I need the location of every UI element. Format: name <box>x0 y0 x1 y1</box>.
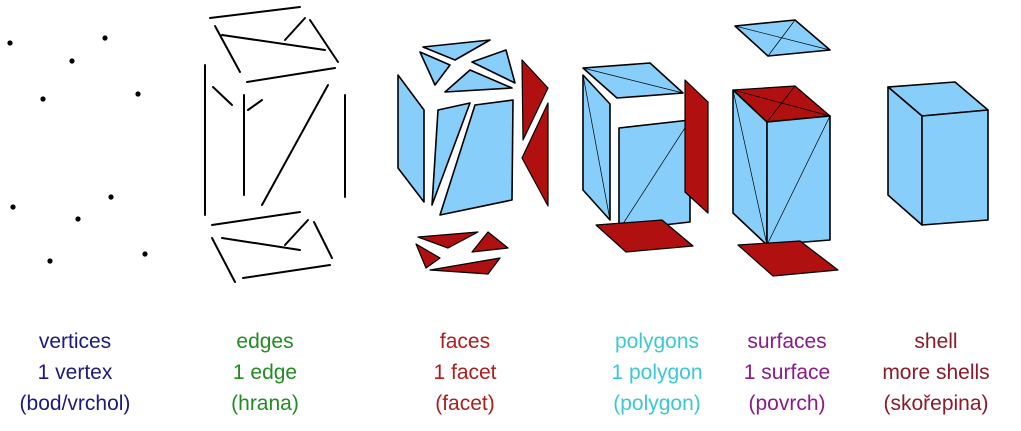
polygons-label: polygons 1 polygon (polygon) <box>592 326 722 419</box>
polygons-illustration <box>582 62 709 253</box>
surfaces-label-line-2: 1 surface <box>743 361 831 384</box>
edges-label-line-1: edges <box>236 330 294 353</box>
faces-label-line-3: (facet) <box>435 392 495 415</box>
shell-label-line-1: shell <box>914 330 958 353</box>
shell-label: shell more shells (skořepina) <box>866 326 1006 419</box>
shell-label-line-3: (skořepina) <box>883 392 989 415</box>
surfaces-label-line-1: surfaces <box>747 330 827 353</box>
edges-label-line-3: (hrana) <box>231 392 299 415</box>
surfaces-label: surfaces 1 surface (povrch) <box>722 326 852 419</box>
vertices-illustration <box>7 35 148 264</box>
faces-illustration <box>397 39 549 275</box>
surfaces-illustration <box>732 19 839 277</box>
surfaces-label-line-3: (povrch) <box>748 392 826 415</box>
faces-label-line-2: 1 facet <box>433 361 497 384</box>
vertices-label-line-2: 1 vertex <box>37 361 113 384</box>
geometry-hierarchy-diagram <box>7 6 989 283</box>
vertices-label: vertices 1 vertex (bod/vrchol) <box>10 326 140 419</box>
faces-label-line-1: faces <box>439 330 491 353</box>
faces-label: faces 1 facet (facet) <box>400 326 530 419</box>
polygons-label-line-3: (polygon) <box>613 392 701 415</box>
edges-label-line-2: 1 edge <box>232 361 298 384</box>
edges-label: edges 1 edge (hrana) <box>200 326 330 419</box>
edges-illustration <box>204 6 346 283</box>
polygons-label-line-1: polygons <box>614 330 700 353</box>
vertices-label-line-1: vertices <box>38 330 112 353</box>
shell-illustration <box>887 81 989 226</box>
polygons-label-line-2: 1 polygon <box>611 361 703 384</box>
shell-label-line-2: more shells <box>882 361 990 384</box>
vertices-label-line-3: (bod/vrchol) <box>19 392 131 415</box>
